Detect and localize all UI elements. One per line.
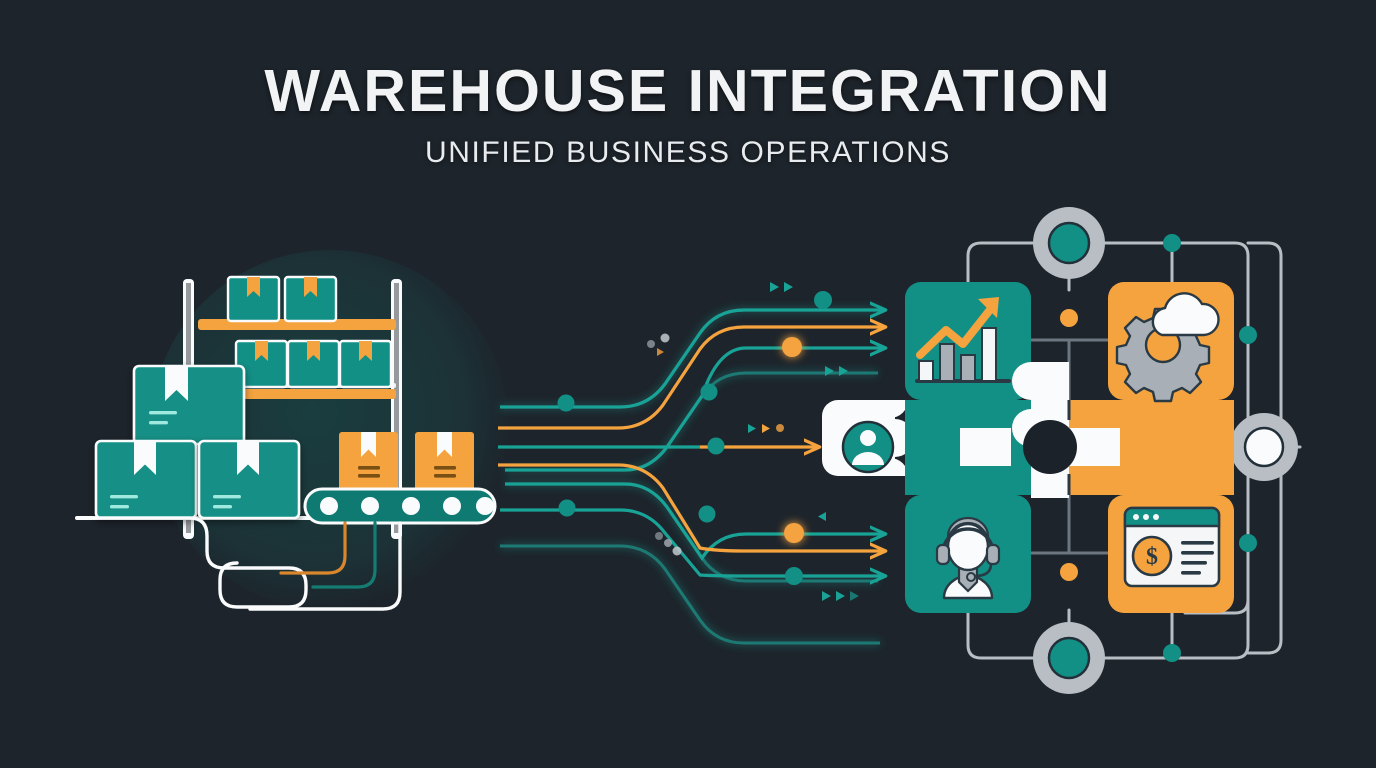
invoice-window-icon: $ bbox=[1123, 506, 1221, 588]
flow-chevron-group bbox=[822, 591, 859, 601]
growth-chart-icon bbox=[915, 297, 1011, 383]
page-subtitle: UNIFIED BUSINESS OPERATIONS bbox=[424, 136, 952, 169]
flow-node-dot bbox=[557, 394, 575, 412]
billing-tile: $ bbox=[1069, 447, 1234, 613]
flow-node-dot bbox=[558, 499, 576, 517]
flow-chevron-group bbox=[818, 512, 826, 521]
shelf-box bbox=[286, 339, 341, 389]
flow-node-dot bbox=[700, 383, 718, 401]
shelf-box bbox=[283, 275, 338, 323]
flow-lane bbox=[498, 327, 884, 430]
flow-lane bbox=[505, 482, 884, 561]
flow-node-dot bbox=[784, 523, 804, 543]
headset-agent-icon bbox=[935, 516, 1001, 600]
ring-node-right bbox=[1230, 413, 1298, 481]
shelf-box bbox=[338, 339, 393, 389]
flow-lane bbox=[500, 499, 884, 585]
flow-chevron-group bbox=[748, 424, 784, 433]
flow-lane bbox=[498, 437, 818, 455]
central-hub bbox=[1023, 420, 1077, 474]
flow-lane bbox=[498, 463, 884, 551]
flow-node-dot bbox=[698, 505, 716, 523]
support-agent-tile bbox=[905, 447, 1069, 613]
user-profile-piece bbox=[822, 400, 914, 476]
routing-cable bbox=[75, 516, 402, 611]
box-stack-bottom-right bbox=[197, 439, 301, 520]
conveyor-box bbox=[339, 432, 398, 491]
ring-node-top bbox=[1033, 207, 1105, 279]
flow-node-dot bbox=[785, 567, 803, 585]
flow-chevron-group bbox=[770, 282, 793, 292]
page-title: WAREHOUSE INTEGRATION bbox=[264, 58, 1112, 124]
flow-lane bbox=[500, 291, 884, 412]
svg-text:$: $ bbox=[1146, 544, 1158, 570]
flow-node-dot bbox=[814, 291, 832, 309]
title-block: WAREHOUSE INTEGRATION UNIFIED BUSINESS O… bbox=[0, 62, 1376, 170]
shelf-box bbox=[226, 275, 281, 323]
ring-node-bottom bbox=[1033, 622, 1105, 694]
cloud-settings-tile bbox=[1069, 282, 1234, 447]
conveyor-box bbox=[415, 432, 474, 491]
gear-cloud-icon bbox=[1115, 292, 1220, 403]
flow-chevron-group bbox=[825, 366, 848, 376]
flow-particles bbox=[647, 333, 682, 556]
flow-node-dot bbox=[707, 437, 725, 455]
flow-node-dot bbox=[782, 337, 802, 357]
